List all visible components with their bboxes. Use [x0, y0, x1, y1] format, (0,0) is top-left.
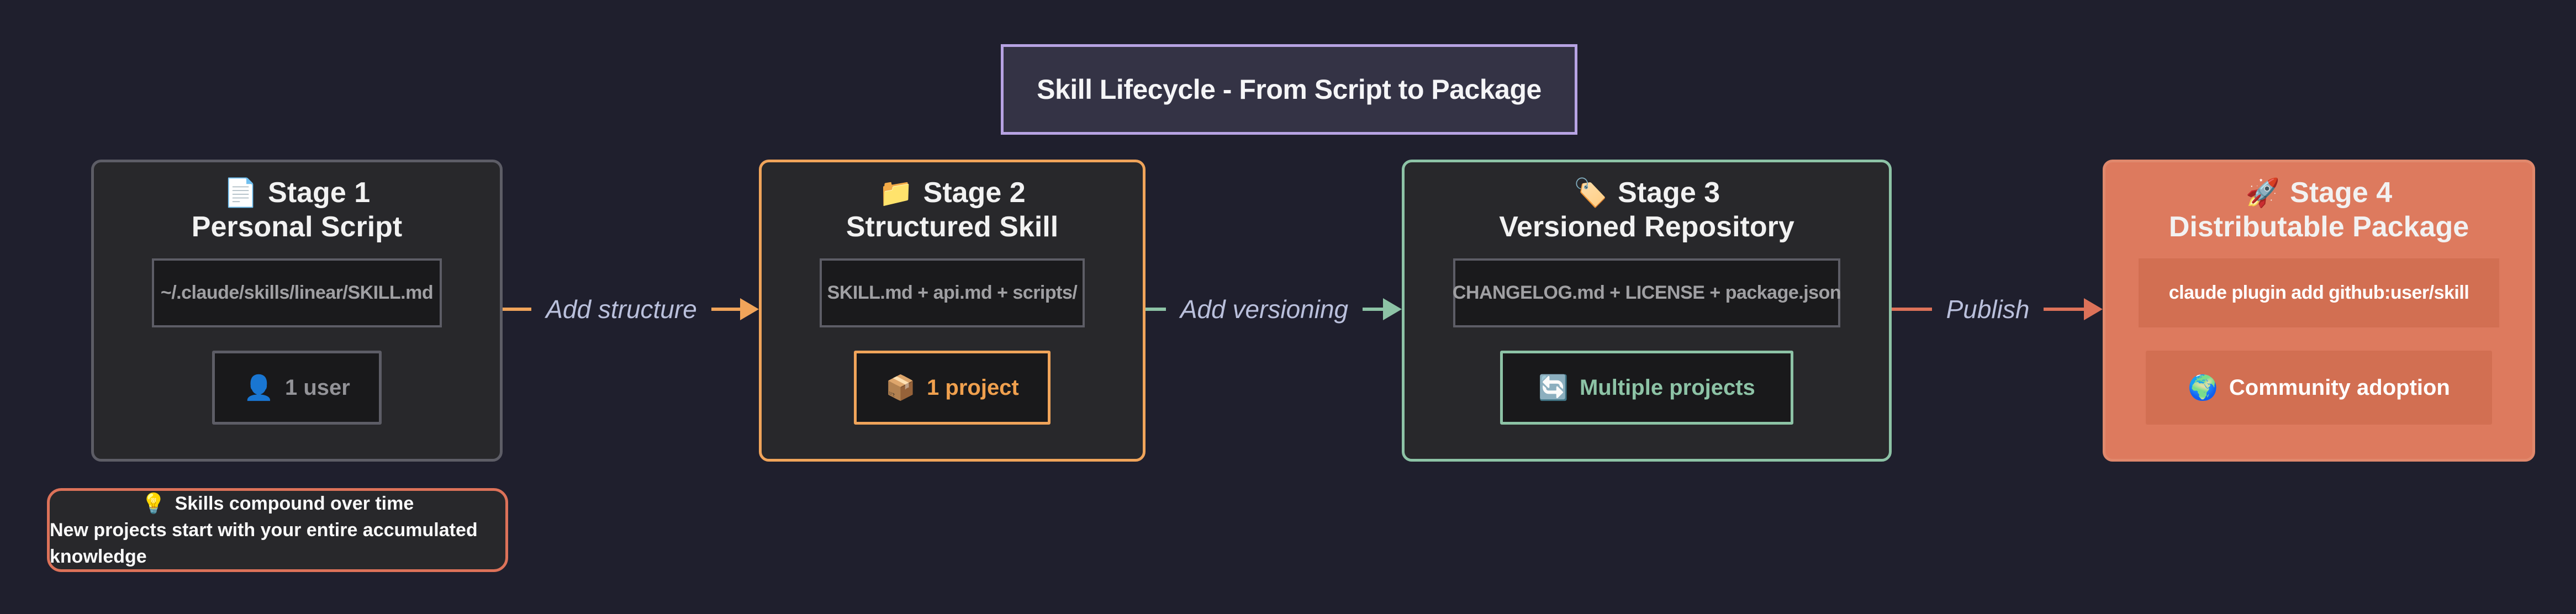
stage-1-subtitle: Personal Script: [192, 210, 402, 244]
arrowhead-icon: [1383, 298, 1402, 320]
arrow-line: [1363, 308, 1383, 311]
diagram-title-box: Skill Lifecycle - From Script to Package: [1001, 44, 1577, 135]
arrowhead-icon: [740, 298, 759, 320]
arrow-publish: Publish: [1892, 286, 2103, 332]
arrow-add-versioning: Add versioning: [1146, 286, 1402, 332]
stage-4-badge-text: Community adoption: [2229, 375, 2450, 400]
folder-icon: 📁: [879, 176, 913, 210]
note-line-1: 💡 Skills compound over time: [141, 490, 414, 517]
arrow-add-versioning-label: Add versioning: [1180, 294, 1348, 324]
stage-4-code-text: claude plugin add github:user/skill: [2169, 282, 2469, 304]
arrow-line: [1146, 308, 1166, 311]
stage-2-code-box: SKILL.md + api.md + scripts/: [820, 258, 1085, 327]
arrow-line: [2044, 308, 2084, 311]
stage-1-title: 📄 Stage 1: [224, 176, 370, 210]
stage-2-usage-badge: 📦 1 project: [854, 351, 1051, 425]
note-line-2: New projects start with your entire accu…: [50, 517, 505, 570]
stage-1-code-text: ~/.claude/skills/linear/SKILL.md: [161, 282, 433, 304]
stage-3-code-box: CHANGELOG.md + LICENSE + package.json: [1453, 258, 1840, 327]
stage-1-badge-text: 1 user: [285, 375, 350, 400]
arrow-add-structure: Add structure: [503, 286, 759, 332]
stage-4-label: Stage 4: [2290, 176, 2392, 210]
user-icon: 👤: [244, 373, 274, 402]
stage-2-code-text: SKILL.md + api.md + scripts/: [827, 282, 1078, 304]
stage-1-box: 📄 Stage 1 Personal Script ~/.claude/skil…: [91, 160, 503, 462]
rocket-icon: 🚀: [2246, 176, 2280, 210]
stage-4-code-box: claude plugin add github:user/skill: [2139, 258, 2499, 327]
arrow-publish-label: Publish: [1946, 294, 2030, 324]
stage-3-subtitle: Versioned Repository: [1499, 210, 1794, 244]
arrow-line: [711, 308, 740, 311]
note-line-1-text: Skills compound over time: [175, 490, 414, 517]
stage-3-usage-badge: 🔄 Multiple projects: [1500, 351, 1793, 425]
stage-4-title: 🚀 Stage 4: [2246, 176, 2392, 210]
arrow-line: [503, 308, 531, 311]
stage-2-badge-text: 1 project: [927, 375, 1019, 400]
stage-3-badge-text: Multiple projects: [1580, 375, 1755, 400]
arrow-line: [1892, 308, 1932, 311]
sync-icon: 🔄: [1538, 373, 1569, 402]
arrowhead-icon: [2084, 298, 2103, 320]
stage-2-box: 📁 Stage 2 Structured Skill SKILL.md + ap…: [759, 160, 1146, 462]
stage-1-code-box: ~/.claude/skills/linear/SKILL.md: [152, 258, 442, 327]
package-icon: 📦: [885, 373, 916, 402]
stage-1-label: Stage 1: [268, 176, 370, 210]
stage-3-code-text: CHANGELOG.md + LICENSE + package.json: [1453, 282, 1841, 304]
stage-2-label: Stage 2: [923, 176, 1026, 210]
stage-3-box: 🏷️ Stage 3 Versioned Repository CHANGELO…: [1402, 160, 1892, 462]
tag-icon: 🏷️: [1574, 176, 1608, 210]
stage-4-usage-badge: 🌍 Community adoption: [2146, 351, 2492, 425]
arrow-add-structure-label: Add structure: [546, 294, 697, 324]
stage-1-usage-badge: 👤 1 user: [212, 351, 382, 425]
stage-3-label: Stage 3: [1618, 176, 1720, 210]
note-box: 💡 Skills compound over time New projects…: [47, 488, 508, 572]
stage-3-title: 🏷️ Stage 3: [1574, 176, 1720, 210]
stage-4-subtitle: Distributable Package: [2169, 210, 2469, 244]
stage-4-box: 🚀 Stage 4 Distributable Package claude p…: [2103, 160, 2535, 462]
stage-2-title: 📁 Stage 2: [879, 176, 1025, 210]
document-icon: 📄: [224, 176, 258, 210]
diagram-title: Skill Lifecycle - From Script to Package: [1037, 73, 1542, 105]
bulb-icon: 💡: [141, 490, 166, 517]
stage-2-subtitle: Structured Skill: [846, 210, 1058, 244]
globe-icon: 🌍: [2188, 373, 2218, 402]
